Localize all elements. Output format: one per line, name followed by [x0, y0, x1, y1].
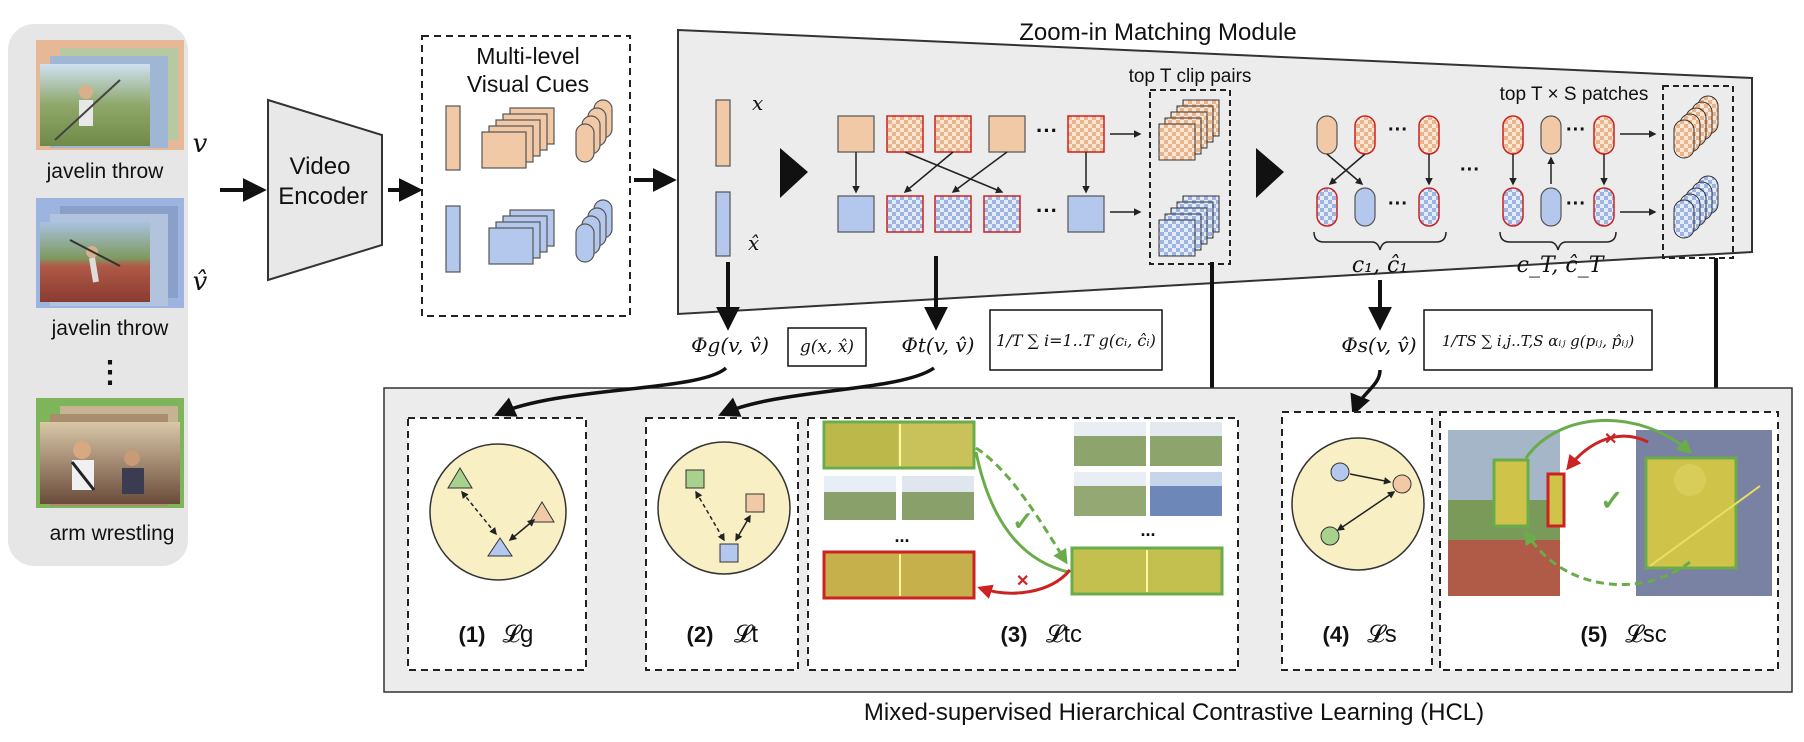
- patch-dots-c1-bottom: ···: [1388, 193, 1408, 215]
- tc-dots-left: ...: [894, 526, 909, 546]
- t-box: 1/T ∑ i=1..T g(cᵢ, ĉᵢ): [996, 331, 1156, 350]
- hcl-panel: Mixed-supervised Hierarchical Contrastiv…: [383, 366, 1793, 726]
- multi-level-visual-cues: Multi-level Visual Cues: [421, 35, 631, 317]
- s-box: 1/TS ∑ i,j..T,S αᵢⱼ g(pᵢⱼ, p̂ᵢⱼ): [1442, 332, 1635, 350]
- loss-num-1: (1): [459, 622, 486, 647]
- patch-dots-c1-top: ···: [1388, 119, 1408, 141]
- video-ellipsis: ⋮: [95, 356, 125, 389]
- patch-dots-cT-bottom: ···: [1566, 193, 1586, 215]
- phi-g: Φg(v, v̂): [691, 333, 769, 357]
- cues-label-line1: Multi-level: [476, 43, 580, 69]
- clip-dots-bottom: ···: [1036, 198, 1058, 223]
- video-label-0: javelin throw: [46, 160, 165, 183]
- tc-check: ✓: [1012, 506, 1034, 536]
- patch-group-dots: ···: [1460, 159, 1480, 181]
- loss-panel-sc: ✕ ✓ (5) 𝓛sc: [1439, 411, 1779, 671]
- loss-sym-3: 𝓛tc: [1046, 621, 1082, 648]
- video-encoder: Video Encoder: [267, 98, 383, 282]
- video-thumbnail-v: [36, 40, 184, 150]
- loss-num-3: (3): [1001, 622, 1028, 647]
- video-thumbnail-arm-wrestling: [36, 398, 184, 508]
- cT-label: c_T, ĉ_T: [1517, 253, 1606, 278]
- top-clips-label: top T clip pairs: [1129, 66, 1252, 87]
- loss-num-2: (2): [687, 622, 714, 647]
- video-label-2: arm wrestling: [50, 522, 175, 545]
- video-thumbnail-vhat: [36, 198, 184, 308]
- phi-t: Φt(v, v̂): [902, 333, 975, 357]
- c1-label: c₁, ĉ₁: [1352, 253, 1408, 278]
- video-symbol-vhat: v̂: [193, 267, 208, 297]
- sc-cross: ✕: [1604, 431, 1617, 448]
- loss-num-4: (4): [1323, 622, 1350, 647]
- zoom-title: Zoom-in Matching Module: [1019, 19, 1296, 46]
- patch-dots-cT-top: ···: [1566, 119, 1586, 141]
- tc-dots-right: ...: [1140, 520, 1155, 540]
- loss-panel-s: (4) 𝓛s: [1281, 411, 1433, 671]
- clip-dots-top: ···: [1036, 118, 1058, 143]
- patch-group-c1: ··· ···: [1313, 115, 1447, 251]
- input-videos-panel: javelin throw v javelin throw v̂ ⋮: [8, 24, 208, 566]
- loss-sym-1: 𝓛g: [503, 621, 534, 648]
- sc-check: ✓: [1600, 485, 1623, 516]
- loss-sym-2: 𝓛t: [734, 621, 758, 648]
- top-patches-label: top T × S patches: [1500, 84, 1649, 105]
- top-clips-stack: [1158, 99, 1220, 257]
- tc-cross: ✕: [1016, 573, 1029, 590]
- video-label-1: javelin throw: [51, 317, 170, 340]
- encoder-label-line2: Encoder: [278, 183, 367, 210]
- hcl-title: Mixed-supervised Hierarchical Contrastiv…: [864, 699, 1484, 726]
- cues-label-line2: Visual Cues: [467, 71, 589, 97]
- loss-panel-t: (2) 𝓛t: [645, 417, 799, 671]
- zoom-in-matching-module: Zoom-in Matching Module x x̂ ··· ··· top: [677, 19, 1753, 316]
- encoder-label-line1: Video: [290, 153, 351, 180]
- video-symbol-v: v: [193, 129, 208, 159]
- xhat-label: x̂: [748, 231, 759, 255]
- loss-sym-5: 𝓛sc: [1625, 621, 1666, 648]
- g-box: g(x, x̂): [800, 337, 854, 357]
- loss-panel-g: (1) 𝓛g: [407, 417, 587, 671]
- loss-panel-tc: ... ... ✓ ✕ (3) 𝓛tc: [807, 417, 1239, 671]
- loss-num-5: (5): [1581, 622, 1608, 647]
- x-label: x: [752, 91, 763, 115]
- phi-s: Φs(v, v̂): [1341, 333, 1416, 357]
- loss-sym-4: 𝓛s: [1367, 621, 1396, 648]
- top-patches-stack: [1673, 95, 1719, 239]
- patch-group-cT: ··· ···: [1499, 115, 1657, 251]
